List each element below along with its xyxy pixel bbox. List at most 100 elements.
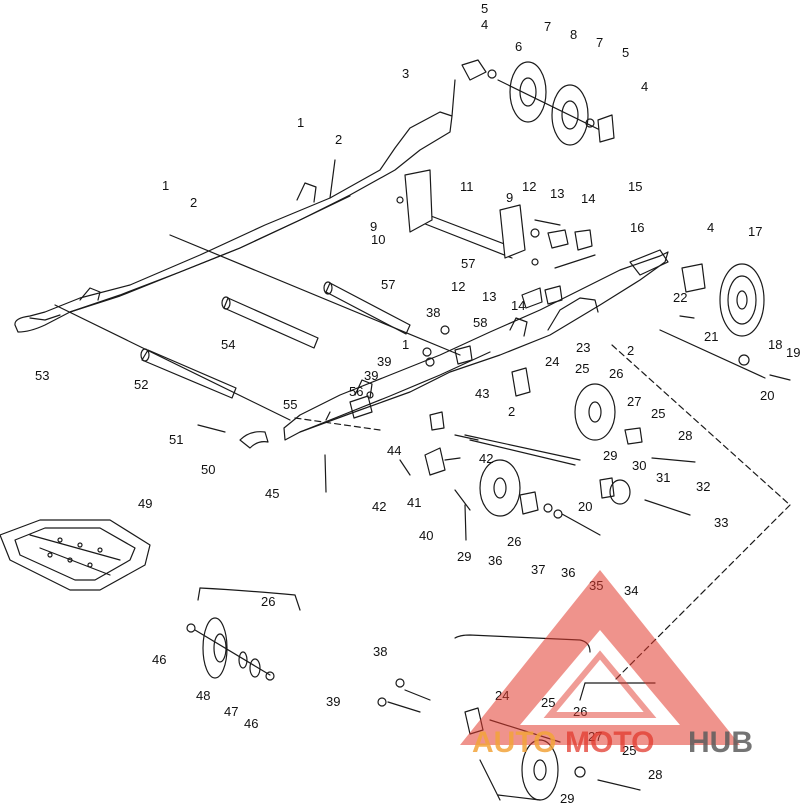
watermark-text-part1: AUTO <box>472 726 556 759</box>
callout: 4 <box>707 220 714 235</box>
callout: 25 <box>541 695 555 710</box>
slide-parts <box>197 424 269 449</box>
callout: 13 <box>482 289 496 304</box>
callout: 12 <box>522 179 536 194</box>
callout: 24 <box>545 354 559 369</box>
callout: 10 <box>371 232 385 247</box>
callout: 3 <box>402 66 409 81</box>
callout: 32 <box>696 479 710 494</box>
callout: 11 <box>460 179 474 194</box>
callout: 25 <box>651 406 665 421</box>
callout: 17 <box>748 224 762 239</box>
callout: 26 <box>507 534 521 549</box>
callout: 7 <box>596 35 603 50</box>
callout: 52 <box>134 377 148 392</box>
callout: 57 <box>381 277 395 292</box>
wheel-detail-left <box>186 587 301 681</box>
callout: 5 <box>622 45 629 60</box>
watermark-text-part3: HUB <box>688 726 753 759</box>
right-rail <box>283 249 669 441</box>
callout: 26 <box>609 366 623 381</box>
callout: 28 <box>678 428 692 443</box>
callout: 18 <box>768 337 782 352</box>
callout: 20 <box>578 499 592 514</box>
callout: 13 <box>550 186 564 201</box>
callout: 21 <box>704 329 718 344</box>
callout: 26 <box>261 594 275 609</box>
left-rail <box>14 79 456 333</box>
callout: 1 <box>297 115 304 130</box>
center-brackets <box>325 325 531 431</box>
callout: 4 <box>481 17 488 32</box>
callout: 9 <box>506 190 513 205</box>
watermark-triangle-inner <box>543 650 657 718</box>
callout: 42 <box>479 451 493 466</box>
callout: 1 <box>402 337 409 352</box>
callout: 6 <box>515 39 522 54</box>
callout: 5 <box>481 1 488 16</box>
callout: 2 <box>627 343 634 358</box>
callout: 2 <box>335 132 342 147</box>
callout: 50 <box>201 462 215 477</box>
callout: 29 <box>457 549 471 564</box>
callout: 29 <box>560 791 574 806</box>
callout: 12 <box>451 279 465 294</box>
callout: 4 <box>641 79 648 94</box>
callout: 36 <box>488 553 502 568</box>
callout: 22 <box>673 290 687 305</box>
callout: 30 <box>632 458 646 473</box>
callout: 16 <box>630 220 644 235</box>
callout: 54 <box>221 337 235 352</box>
middle-wheels <box>454 383 696 517</box>
callout: 46 <box>244 716 258 731</box>
callout: 51 <box>169 432 183 447</box>
callout: 34 <box>624 583 638 598</box>
callout: 7 <box>544 19 551 34</box>
callout: 31 <box>656 470 670 485</box>
callout: 44 <box>387 443 401 458</box>
line-art <box>0 59 791 801</box>
callout: 1 <box>162 178 169 193</box>
callout: 29 <box>603 448 617 463</box>
callout: 28 <box>648 767 662 782</box>
callout: 9 <box>370 219 377 234</box>
callout: 53 <box>35 368 49 383</box>
callout: 47 <box>224 704 238 719</box>
callout-labels: 5 4 6 7 8 7 5 4 3 1 2 1 2 11 9 12 13 14 … <box>35 1 800 806</box>
skid-plate <box>0 519 151 591</box>
callout: 46 <box>152 652 166 667</box>
callout: 36 <box>561 565 575 580</box>
callout: 58 <box>473 315 487 330</box>
lower-hardware <box>324 447 601 541</box>
cross-shafts <box>54 207 516 421</box>
callout: 19 <box>786 345 800 360</box>
callout: 27 <box>627 394 641 409</box>
callout: 25 <box>575 361 589 376</box>
callout: 8 <box>570 27 577 42</box>
callout: 48 <box>196 688 210 703</box>
callout: 23 <box>576 340 590 355</box>
callout: 45 <box>265 486 279 501</box>
callout: 39 <box>326 694 340 709</box>
callout: 57 <box>461 256 475 271</box>
callout: 40 <box>419 528 433 543</box>
callout: 25 <box>622 743 636 758</box>
callout: 14 <box>581 191 595 206</box>
rear-wheel-assembly <box>659 263 791 381</box>
callout: 2 <box>508 404 515 419</box>
callout: 37 <box>531 562 545 577</box>
callout: 14 <box>511 298 525 313</box>
callout: 38 <box>426 305 440 320</box>
callout: 33 <box>714 515 728 530</box>
callout: 38 <box>373 644 387 659</box>
callout: 39 <box>364 368 378 383</box>
callout: 43 <box>475 386 489 401</box>
callout: 15 <box>628 179 642 194</box>
callout: 41 <box>407 495 421 510</box>
callout: 39 <box>377 354 391 369</box>
callout: 56 <box>349 384 363 399</box>
watermark: AUTO MOTO HUB <box>460 570 753 759</box>
watermark-text-part2: MOTO <box>565 726 654 759</box>
callout: 2 <box>190 195 197 210</box>
